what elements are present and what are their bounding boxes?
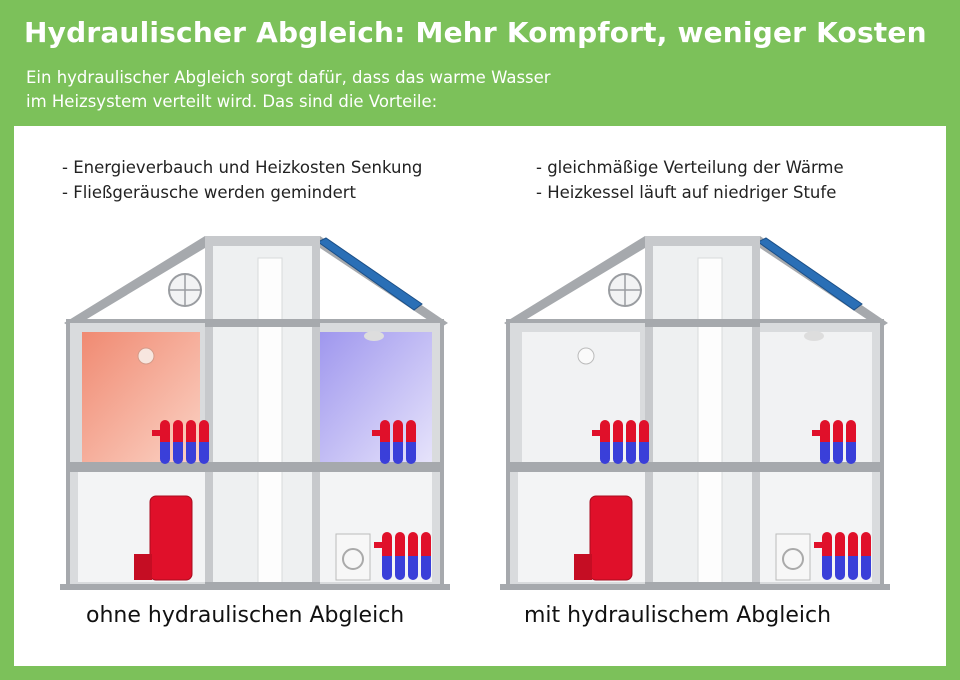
radiator-icon	[372, 420, 416, 464]
house-balanced	[500, 236, 890, 590]
caption-unbalanced: ohne hydraulischen Abgleich	[86, 603, 405, 628]
subtitle-line-2: im Heizsystem verteilt wird. Das sind di…	[26, 92, 438, 111]
house-unbalanced	[60, 236, 450, 590]
benefit-item: - Energieverbauch und Heizkosten Senkung	[62, 158, 423, 177]
radiator-icon	[812, 420, 856, 464]
solar-panel-icon	[757, 237, 863, 311]
benefits-list-left: - Energieverbauch und Heizkosten Senkung…	[62, 155, 422, 205]
benefit-item: - Heizkessel läuft auf niedriger Stufe	[536, 183, 837, 202]
radiator-icon	[814, 532, 871, 580]
page-subtitle: Ein hydraulischer Abgleich sorgt dafür, …	[26, 66, 551, 114]
caption-balanced: mit hydraulischem Abgleich	[524, 603, 832, 628]
benefits-list-right: - gleichmäßige Verteilung der Wärme - He…	[536, 155, 844, 205]
boiler-icon	[589, 495, 633, 581]
washing-machine-icon	[335, 533, 371, 581]
benefit-item: - Fließgeräusche werden gemindert	[62, 183, 356, 202]
benefit-item: - gleichmäßige Verteilung der Wärme	[536, 158, 844, 177]
radiator-icon	[592, 420, 649, 464]
solar-panel-icon	[317, 237, 423, 311]
radiator-icon	[374, 532, 431, 580]
radiator-icon	[152, 420, 209, 464]
washing-machine-icon	[775, 533, 811, 581]
boiler-icon	[149, 495, 193, 581]
page-title: Hydraulischer Abgleich: Mehr Kompfort, w…	[24, 16, 927, 49]
subtitle-line-1: Ein hydraulischer Abgleich sorgt dafür, …	[26, 68, 551, 87]
